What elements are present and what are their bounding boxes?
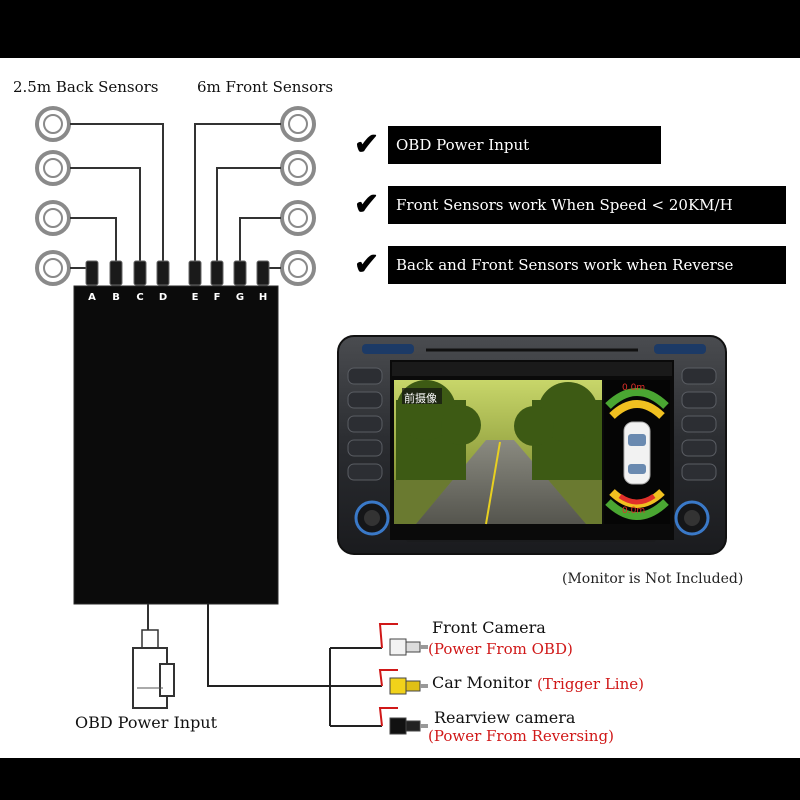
sensor-wires	[70, 123, 281, 269]
back-sensor-icons	[35, 106, 71, 286]
checkmark-icon: ✔	[354, 187, 380, 222]
distance-top: 0.0m	[622, 383, 646, 393]
rca-white	[378, 623, 428, 656]
camera-harness	[207, 604, 382, 727]
rearview-camera-sub: (Power From Reversing)	[428, 727, 614, 745]
control-box	[73, 285, 279, 605]
obd-label: OBD Power Input	[75, 713, 218, 732]
rca-yellow	[378, 669, 428, 695]
parking-arcs-front	[605, 388, 669, 420]
obd-plug	[132, 604, 175, 709]
front-sensors-label: 6m Front Sensors	[197, 78, 334, 96]
connector-letter: B	[112, 292, 120, 303]
connector-letter: A	[88, 292, 96, 303]
rca-black	[378, 707, 428, 735]
car-monitor-label: Car Monitor	[432, 673, 532, 692]
front-camera-label: Front Camera	[432, 618, 546, 637]
feature-obd-power: OBD Power Input	[388, 126, 661, 164]
camera-osd-label: 前摄像	[404, 392, 437, 405]
connector-letter: E	[191, 292, 199, 303]
connector-letter: G	[235, 292, 245, 303]
front-sensor-2	[280, 150, 316, 186]
back-sensor-1	[35, 106, 71, 142]
front-sensor-4	[280, 250, 316, 286]
distance-bottom: 0.0m	[622, 506, 646, 516]
diagram-canvas: 2.5m Back Sensors 6m Front Sensors A B C…	[0, 58, 800, 758]
front-sensor-icons	[280, 106, 316, 286]
checkmark-icon: ✔	[354, 127, 380, 162]
connector-letter: C	[136, 292, 144, 303]
rearview-camera-label: Rearview camera	[434, 708, 576, 727]
connector-letter: H	[258, 292, 268, 303]
back-sensor-3	[35, 200, 71, 236]
back-sensor-4	[35, 250, 71, 286]
sensor-connectors	[85, 260, 270, 286]
car-monitor-sub: (Trigger Line)	[537, 675, 644, 693]
feature-front-speed: Front Sensors work When Speed < 20KM/H	[388, 186, 786, 224]
connector-letter: D	[158, 292, 168, 303]
wiring-diagram	[35, 106, 428, 735]
car-monitor	[337, 335, 727, 555]
back-sensor-2	[35, 150, 71, 186]
front-camera-sub: (Power From OBD)	[428, 640, 573, 658]
monitor-note: (Monitor is Not Included)	[562, 571, 744, 587]
connector-letter: F	[213, 292, 221, 303]
back-sensors-label: 2.5m Back Sensors	[13, 78, 159, 96]
front-sensor-3	[280, 200, 316, 236]
front-sensor-1	[280, 106, 316, 142]
parking-arcs-rear	[605, 488, 669, 520]
checkmark-icon: ✔	[354, 247, 380, 282]
feature-reverse: Back and Front Sensors work when Reverse	[388, 246, 786, 284]
